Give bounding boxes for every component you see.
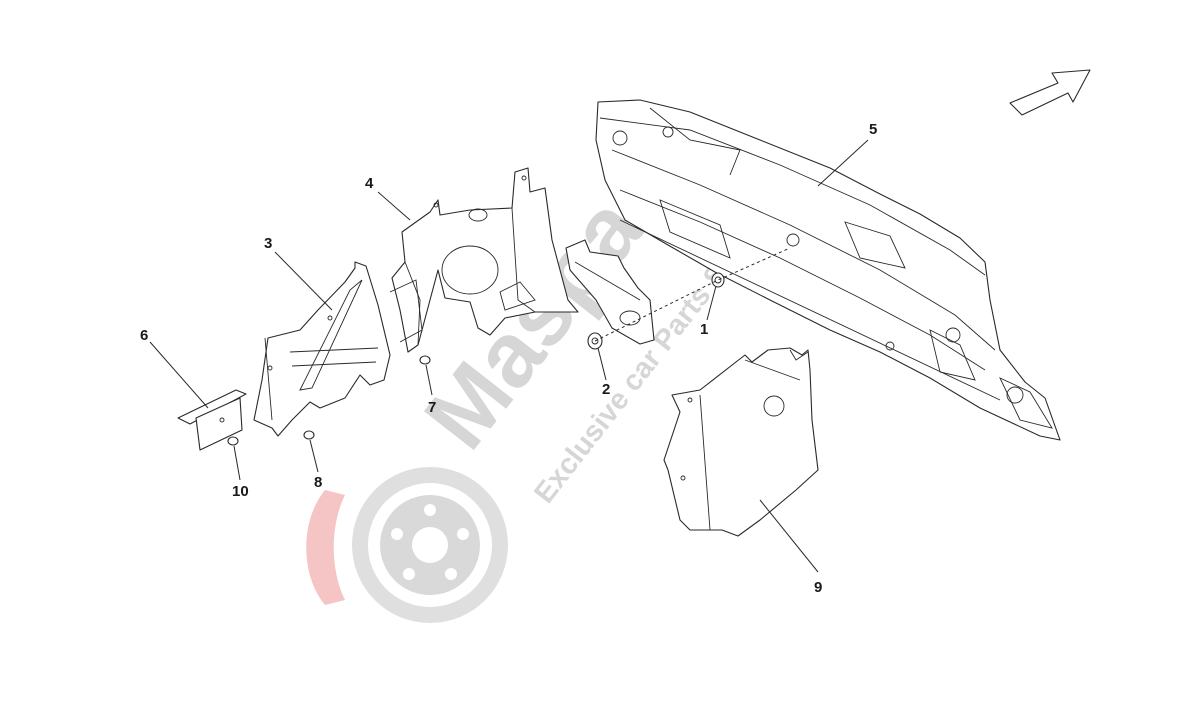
callout-6: 6 bbox=[140, 327, 148, 344]
fastener-8-screw bbox=[303, 430, 315, 440]
part-5-rear-panel bbox=[595, 99, 1061, 441]
arrow-right-up-icon bbox=[1009, 69, 1091, 116]
part-6-bracket bbox=[177, 389, 247, 451]
callout-8: 8 bbox=[314, 474, 322, 491]
part-9-heat-shield bbox=[663, 347, 819, 537]
callout-9: 9 bbox=[814, 579, 822, 596]
fastener-10-screw bbox=[227, 436, 239, 446]
callout-2: 2 bbox=[602, 381, 610, 398]
fastener-1-nut bbox=[711, 272, 725, 288]
callout-3: 3 bbox=[264, 235, 272, 252]
callout-10: 10 bbox=[232, 483, 249, 500]
callout-1: 1 bbox=[700, 321, 708, 338]
brake-disc-logo-icon bbox=[306, 467, 508, 623]
part-4-heat-shield bbox=[389, 167, 579, 353]
leader-lines bbox=[149, 139, 869, 573]
callout-7: 7 bbox=[428, 399, 436, 416]
part-bracket-plate bbox=[565, 239, 655, 345]
callout-5: 5 bbox=[869, 121, 877, 138]
part-3-side-panel bbox=[253, 261, 391, 437]
fastener-7-screw bbox=[419, 355, 431, 365]
callout-4: 4 bbox=[365, 175, 374, 192]
